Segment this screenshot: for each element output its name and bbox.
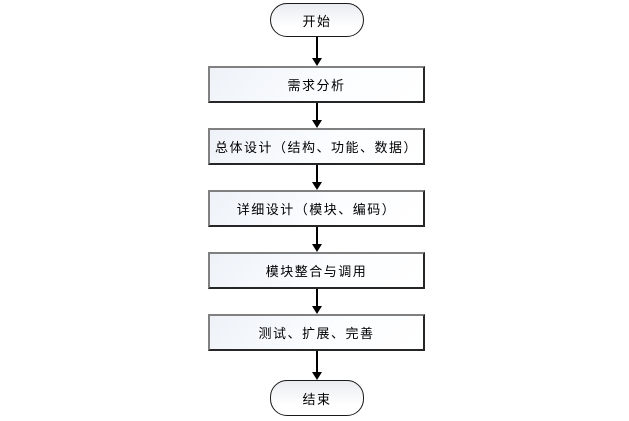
node-overall-design-process: 总体设计（结构、功能、数据）: [208, 128, 425, 165]
node-requirements-process: 需求分析: [208, 66, 425, 103]
arrow-shaft: [316, 103, 318, 121]
node-requirements-label: 需求分析: [287, 78, 346, 93]
node-overall-design-label: 总体设计（结构、功能、数据）: [214, 140, 418, 155]
node-end-label: 结束: [302, 391, 332, 407]
connector-arrow-overall-design-to-detailed-design: [311, 165, 323, 190]
arrow-shaft: [316, 289, 318, 307]
arrow-shaft: [316, 351, 318, 373]
arrow-head-icon: [312, 58, 322, 66]
arrow-head-icon: [312, 182, 322, 190]
connector-arrow-start-to-requirements: [311, 37, 323, 66]
node-integration-process: 模块整合与调用: [208, 252, 425, 289]
arrow-shaft: [316, 165, 318, 183]
arrow-head-icon: [312, 306, 322, 314]
arrow-head-icon: [312, 244, 322, 252]
arrow-shaft: [316, 227, 318, 245]
connector-arrow-detailed-design-to-integration: [311, 227, 323, 252]
connector-arrow-requirements-to-overall-design: [311, 103, 323, 128]
node-detailed-design-process: 详细设计（模块、编码）: [208, 190, 425, 227]
node-start-label: 开始: [302, 13, 332, 29]
node-end-terminator: 结束: [270, 380, 364, 416]
node-start-terminator: 开始: [270, 3, 364, 37]
node-testing-label: 测试、扩展、完善: [258, 326, 375, 341]
connector-arrow-integration-to-testing: [311, 289, 323, 314]
arrow-head-icon: [312, 120, 322, 128]
arrow-head-icon: [312, 372, 322, 380]
node-integration-label: 模块整合与调用: [265, 264, 368, 279]
node-testing-process: 测试、扩展、完善: [208, 314, 425, 351]
connector-arrow-testing-to-end: [311, 351, 323, 380]
node-detailed-design-label: 详细设计（模块、编码）: [236, 202, 397, 217]
arrow-shaft: [316, 37, 318, 59]
